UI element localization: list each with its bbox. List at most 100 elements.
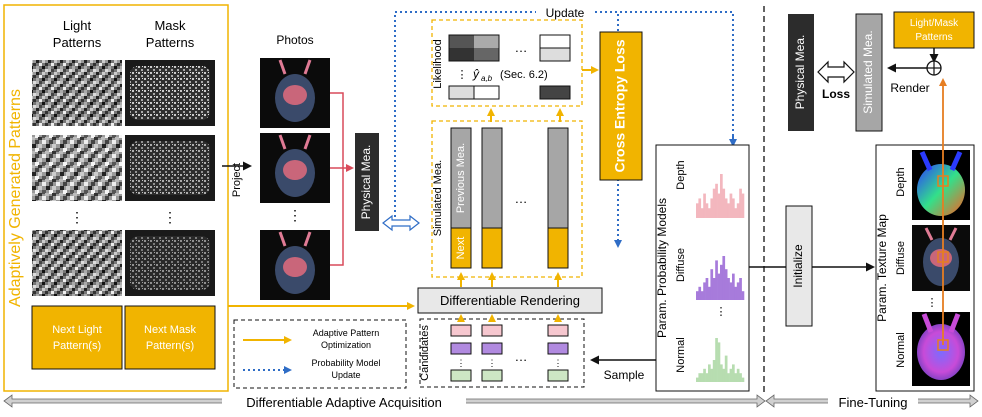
simulated-ellipsis: … xyxy=(515,191,528,206)
next-measurement-label: Next xyxy=(455,237,467,260)
likelihood-panel: Likelihood … ⋮ ŷ a,b (Sec. 6.2) xyxy=(431,19,583,107)
update-label-bg xyxy=(536,4,594,20)
prob-ellipsis: ⋮ xyxy=(716,306,727,318)
fine-patterns-line2: Patterns xyxy=(915,32,952,43)
texture-normal-label: Normal xyxy=(895,332,907,367)
legend: Adaptive Pattern Optimization Probabilit… xyxy=(233,319,407,389)
physical-measurement-box xyxy=(355,133,379,231)
histogram-bar xyxy=(729,282,733,300)
next-mask-pattern-box xyxy=(124,305,216,370)
histogram-bar xyxy=(732,198,735,218)
candidate-depth-cell xyxy=(450,324,472,337)
photos-ellipsis: ⋮ xyxy=(288,207,302,223)
histogram-bar xyxy=(698,198,702,218)
histogram-bar xyxy=(736,368,740,382)
likelihood-ellipsis: … xyxy=(515,40,528,55)
fine-physical-box xyxy=(788,14,814,131)
fine-physical-label: Physical Mea. xyxy=(793,35,807,110)
render-label: Render xyxy=(890,81,929,95)
histogram-bar xyxy=(722,368,726,382)
acquisition-label: Differentiable Adaptive Acquisition xyxy=(246,395,442,410)
texture-depth-label: Depth xyxy=(895,167,907,196)
histogram-bar xyxy=(724,355,728,382)
likelihood-sec-ref: (Sec. 6.2) xyxy=(500,69,548,81)
fine-simulated-box xyxy=(855,13,883,132)
loss-label: Loss xyxy=(822,87,850,101)
candidate-depth-cell xyxy=(481,324,503,337)
histogram-bar xyxy=(736,203,740,218)
light-patterns-header-line1: Light xyxy=(63,18,92,33)
project-label: Project xyxy=(231,163,243,197)
histogram-bar xyxy=(736,282,740,300)
histogram-bar xyxy=(741,193,745,218)
initialize-box xyxy=(785,205,813,327)
cross-entropy-loss-box xyxy=(599,31,643,181)
likelihood-cell xyxy=(473,85,500,100)
legend-prob-line1: Probability Model xyxy=(311,358,380,368)
loss-double-arrow xyxy=(817,60,855,84)
initialize-label: Initialize xyxy=(791,244,805,288)
likelihood-cell xyxy=(474,48,499,61)
differentiable-rendering-box xyxy=(417,287,603,314)
finetuning-label-bg xyxy=(828,394,918,410)
likelihood-cell xyxy=(449,48,474,61)
texture-map-title: Param. Texture Map xyxy=(875,214,889,322)
histogram-bar xyxy=(715,338,718,382)
histogram-bar xyxy=(739,188,742,218)
histogram-bar xyxy=(696,291,699,300)
histogram-bar xyxy=(724,269,728,300)
histogram-bar xyxy=(717,273,721,300)
likelihood-cell xyxy=(539,34,571,49)
likelihood-cell xyxy=(449,35,474,48)
update-label: Update xyxy=(546,6,585,20)
histogram-bar xyxy=(700,208,704,218)
histogram-bar xyxy=(715,260,718,300)
likelihood-cell xyxy=(474,35,499,48)
previous-measurement-label: Previous Mea. xyxy=(455,143,467,213)
histogram-bar xyxy=(741,291,745,300)
candidate-normal-cell xyxy=(450,369,472,382)
histogram-bar xyxy=(734,286,738,300)
texture-diffuse-label: Diffuse xyxy=(895,241,907,275)
likelihood-cell xyxy=(539,85,571,100)
likelihood-formula: ŷ xyxy=(472,67,480,81)
bottom-stage-bar: Differentiable Adaptive Acquisition Fine… xyxy=(3,394,979,410)
candidate-diffuse-cell xyxy=(547,342,569,355)
histogram-bar xyxy=(717,193,721,218)
histogram-bar xyxy=(729,193,733,218)
likelihood-cell xyxy=(539,47,571,62)
histogram-bar xyxy=(708,286,711,300)
patterns-side-title: Adaptively Generated Patterns xyxy=(7,89,24,307)
light-pattern-2 xyxy=(32,135,122,201)
diffuse-histogram xyxy=(696,256,745,300)
histogram-bar xyxy=(727,373,730,382)
histogram-bar xyxy=(712,188,716,218)
histogram-bar xyxy=(715,183,718,218)
simulated-panel: Simulated Mea. Previous Mea. Next … xyxy=(431,120,583,278)
histogram-bar xyxy=(703,282,706,300)
acquisition-label-bg xyxy=(222,394,466,410)
histogram-bar xyxy=(703,368,706,382)
histogram-bar xyxy=(705,203,709,218)
candidates-panel: Candidates ⋮ ⋮ … ⋮ xyxy=(419,314,585,388)
histogram-bar xyxy=(696,377,699,382)
sample-label: Sample xyxy=(604,368,645,382)
next-light-pattern-box xyxy=(31,305,123,370)
histogram-bar xyxy=(729,368,733,382)
mask-patterns-header-line2: Patterns xyxy=(146,35,195,50)
candidate-diffuse-cell xyxy=(450,342,472,355)
likelihood-label: Likelihood xyxy=(432,39,444,89)
histogram-bar xyxy=(696,203,699,218)
histogram-bar xyxy=(698,373,702,382)
candidate-depth-cell xyxy=(547,324,569,337)
legend-prob-line2: Update xyxy=(331,370,360,380)
histogram-bar xyxy=(741,377,745,382)
histogram-bar xyxy=(722,256,726,300)
prob-diffuse-label: Diffuse xyxy=(675,248,687,282)
measurement-bar xyxy=(481,127,503,229)
histogram-bar xyxy=(732,364,735,382)
simulated-label: Simulated Mea. xyxy=(432,160,444,236)
svg-text:⋮: ⋮ xyxy=(554,358,563,368)
histogram-bar xyxy=(710,198,714,218)
light-patterns-header-line2: Patterns xyxy=(53,35,102,50)
